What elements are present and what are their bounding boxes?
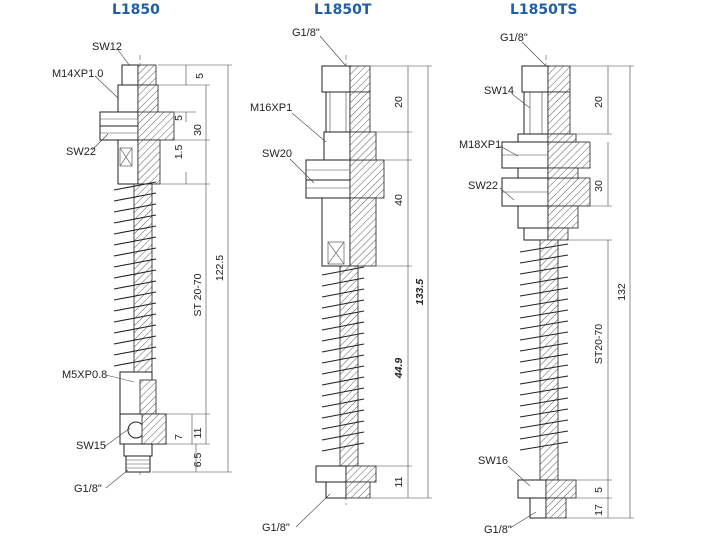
l1850-label-sw15: SW15 [76,440,106,452]
title-l1850: L1850 [112,2,160,18]
l1850t-label-g18-top: G1/8" [292,27,320,39]
l1850t-label-m16: M16XP1 [250,102,292,114]
l1850ts-dim-30: 30 [593,180,605,192]
l1850-dim-11: 11 [192,427,204,438]
l1850-label-sw22: SW22 [66,146,96,158]
l1850ts-dim-stroke: ST20-70 [593,324,605,364]
l1850t-dim-11: 11 [393,476,405,487]
l1850ts-label-sw14: SW14 [484,85,514,97]
l1850-dimensions [152,64,232,473]
l1850ts-drawing: 20 30 ST20-70 132 5 17 G1/8" SW14 M18XP1… [459,32,634,536]
l1850t-dim-40: 40 [393,194,405,206]
l1850ts-dim-17: 17 [593,504,605,516]
l1850-dim-30: 30 [192,124,204,136]
l1850t-drawing: 20 40 133.5 44.9 11 G1/8" M16XP1 SW20 G1… [250,27,432,534]
l1850-drawing: 5 5 30 1.5 ST 20-70 122.5 7 11 6.5 SW12 … [52,41,232,495]
l1850ts-label-m18: M18XP1 [459,139,501,151]
l1850-dim-6-5: 6.5 [192,453,204,468]
l1850-dim-stroke: ST 20-70 [192,273,204,316]
l1850-dim-5: 5 [194,73,206,79]
l1850ts-dim-total: 132 [616,283,628,301]
l1850ts-dim-5: 5 [593,487,605,493]
l1850-label-m5: M5XP0.8 [62,369,107,381]
l1850ts-label-g18-top: G1/8" [500,32,528,44]
l1850-dim-1-5: 1.5 [173,145,185,160]
title-l1850t: L1850T [314,2,372,18]
l1850-label-m14: M14XP1.0 [52,68,103,80]
l1850ts-label-sw22: SW22 [468,180,498,192]
l1850t-dim-total: 133.5 [414,279,426,305]
l1850t-label-sw20: SW20 [262,148,292,160]
l1850t-dim-20: 20 [393,96,405,108]
l1850t-dim-44-9: 44.9 [393,358,405,380]
l1850ts-label-g18-bottom: G1/8" [484,524,512,536]
l1850-label-g18: G1/8" [74,483,102,495]
l1850ts-dim-20: 20 [593,96,605,108]
l1850-dim-total: 122.5 [214,255,226,281]
l1850-dim-5b: 5 [173,115,185,121]
l1850t-label-g18-bottom: G1/8" [262,522,290,534]
l1850-dim-7: 7 [173,434,185,440]
l1850ts-label-sw16: SW16 [478,455,508,467]
title-l1850ts: L1850TS [510,2,578,18]
l1850-label-sw12: SW12 [92,41,122,53]
